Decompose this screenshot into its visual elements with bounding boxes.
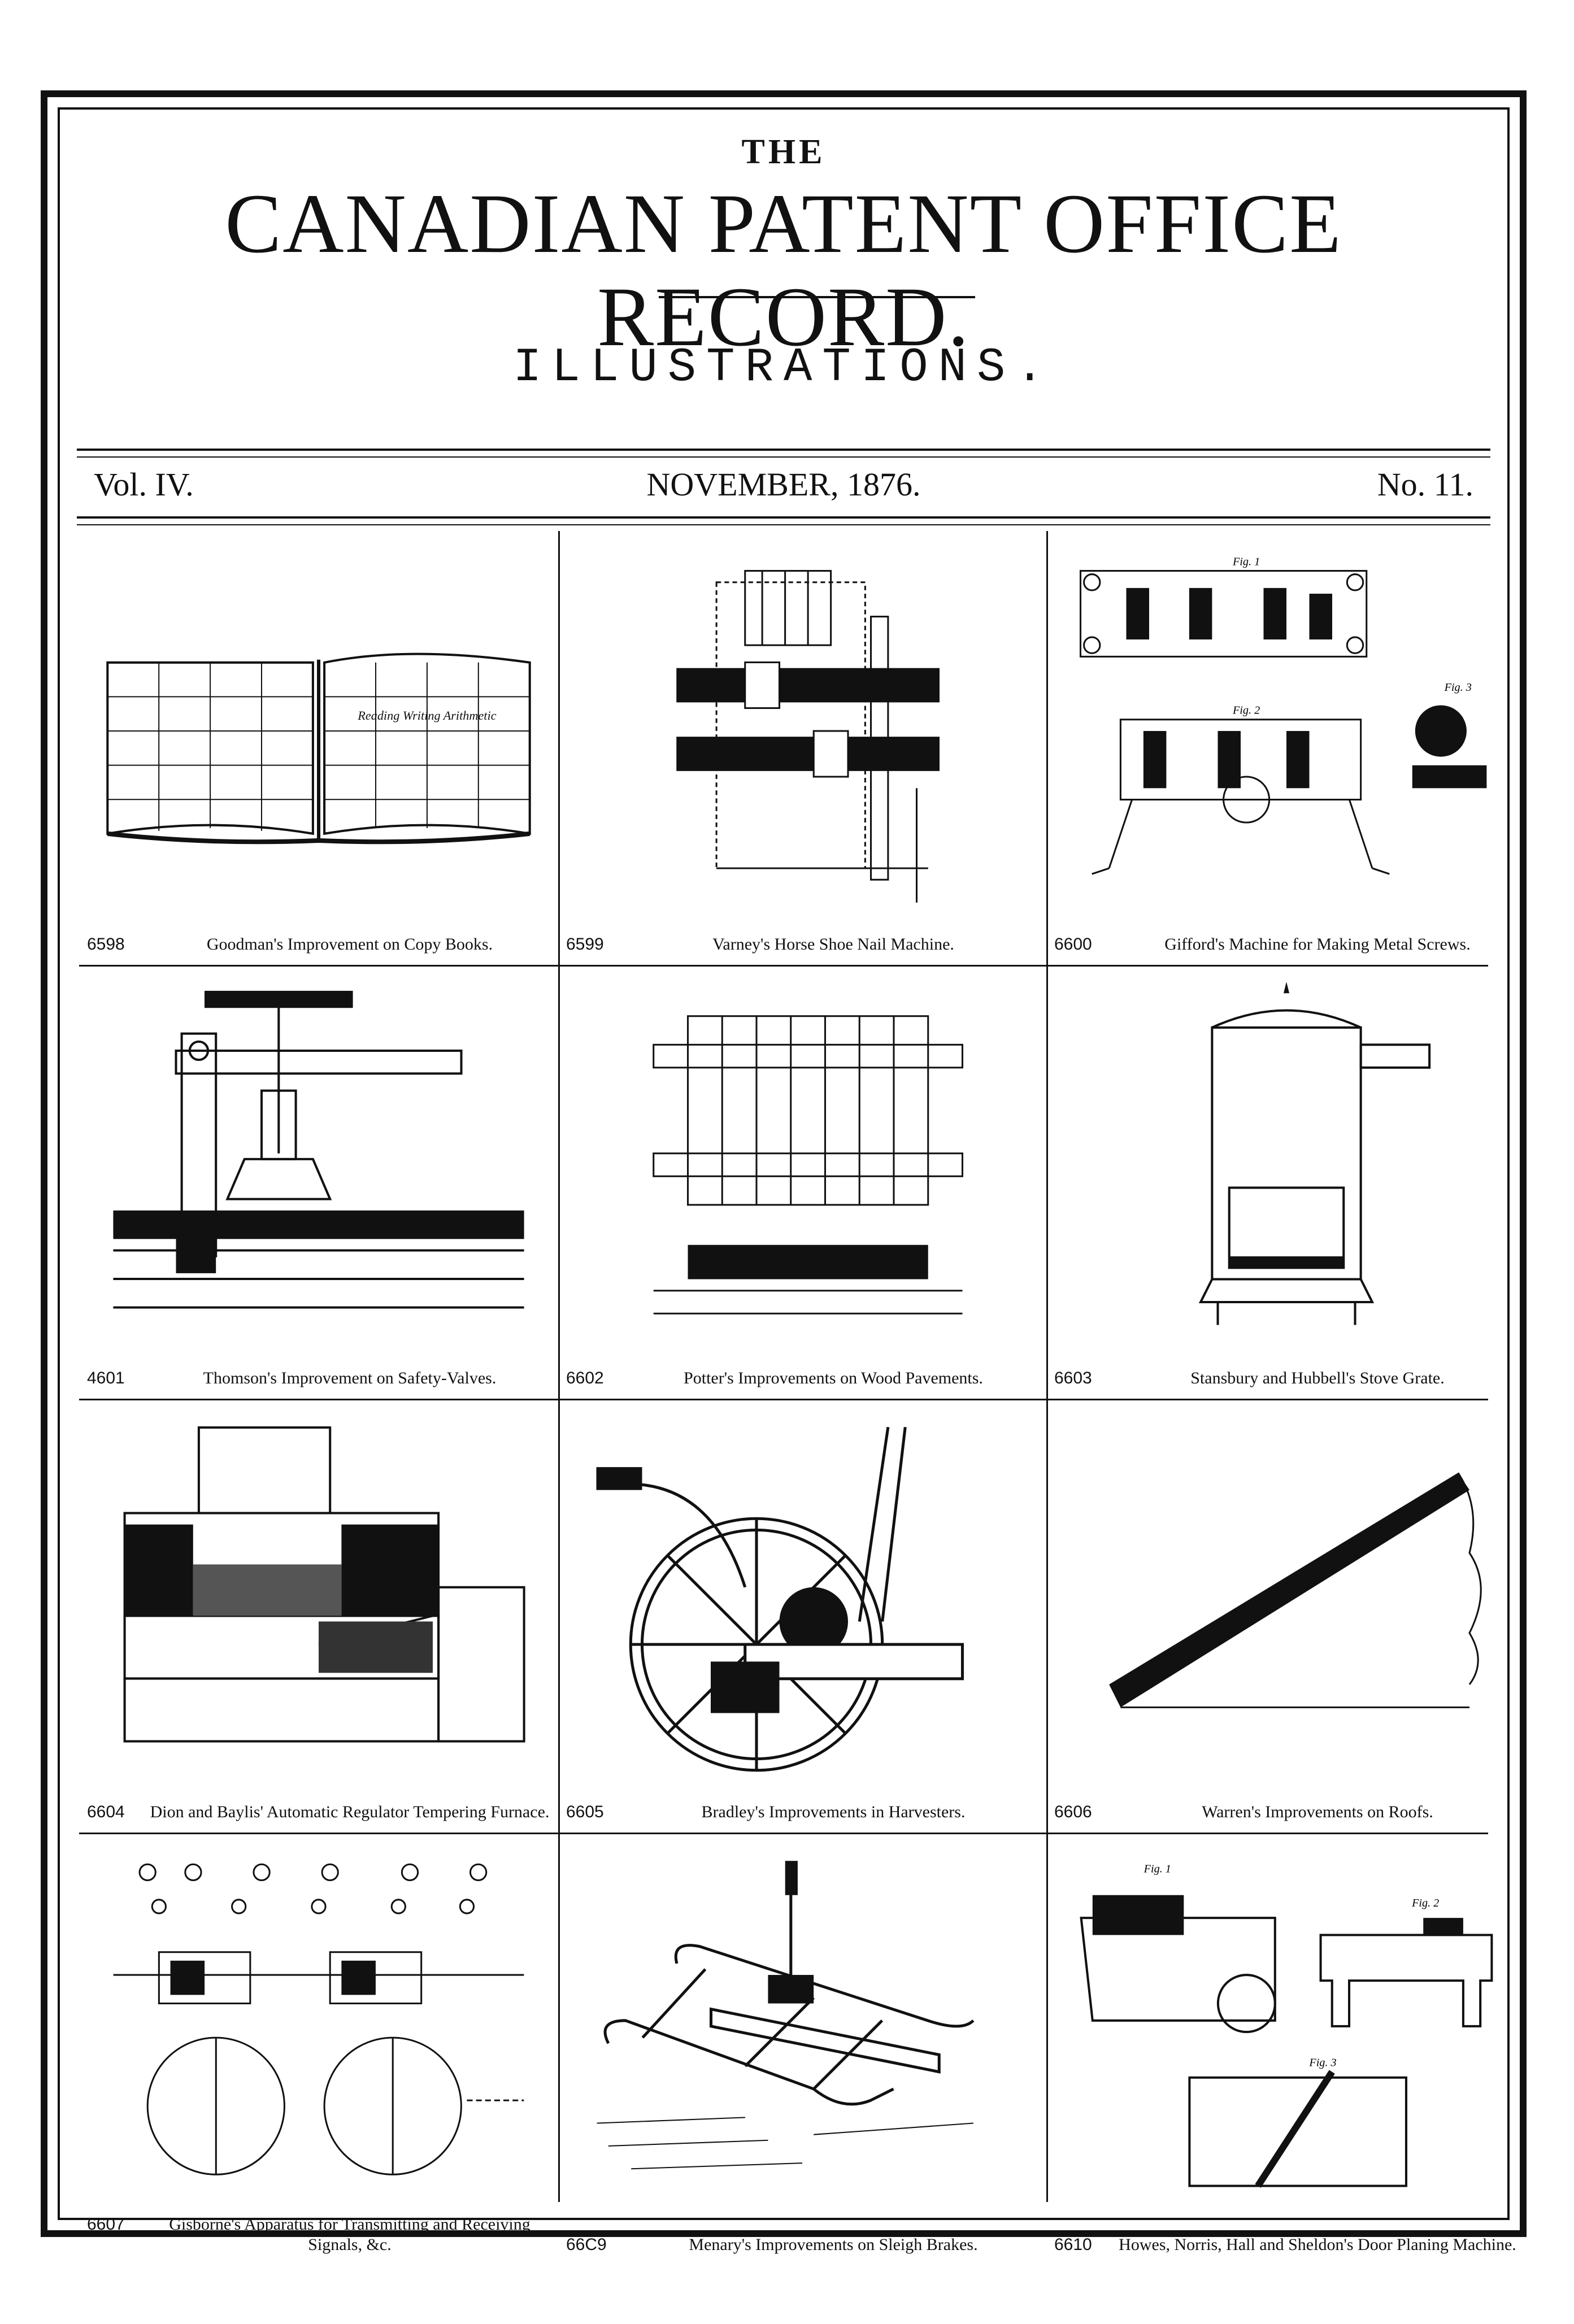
figure-title: Goodman's Improvement on Copy Books. bbox=[206, 935, 493, 954]
fig3-label: Fig. 3 bbox=[1444, 681, 1472, 694]
figure-title: Dion and Baylis' Automatic Regulator Tem… bbox=[150, 1803, 550, 1821]
figure-cell-6607: 6607 Gisborne's Apparatus for Transmitti… bbox=[79, 1833, 558, 2265]
figure-caption: 6610 Howes, Norris, Hall and Sheldon's D… bbox=[1054, 2235, 1519, 2255]
figure-cell-6603: 6603 Stansbury and Hubbell's Stove Grate… bbox=[1046, 965, 1527, 1399]
grid-divider-v2 bbox=[1046, 531, 1048, 2202]
issue-info-row: Vol. IV. NOVEMBER, 1876. No. 11. bbox=[94, 465, 1473, 511]
figure-grid: Reading Writing Arithmetic 6598 Goodman'… bbox=[79, 531, 1516, 2254]
header-rule-bottom bbox=[77, 516, 1490, 525]
fig1-label: Fig. 1 bbox=[1143, 1862, 1171, 1875]
grid-divider-h2 bbox=[79, 1399, 1488, 1400]
figure-caption: 6600 Gifford's Machine for Making Metal … bbox=[1054, 934, 1519, 955]
roof-illustration bbox=[1058, 1416, 1515, 1782]
figure-cell-6602: 6602 Potter's Improvements on Wood Pavem… bbox=[558, 965, 1046, 1399]
issue-date: NOVEMBER, 1876. bbox=[646, 466, 921, 503]
figure-number: 6602 bbox=[566, 1369, 604, 1387]
figure-caption: 6607 Gisborne's Apparatus for Transmitti… bbox=[87, 2214, 550, 2255]
figure-caption: 4601 Thomson's Improvement on Safety-Val… bbox=[87, 1368, 550, 1389]
header-rule-top bbox=[77, 449, 1490, 458]
figure-title: Menary's Improvements on Sleigh Brakes. bbox=[689, 2235, 978, 2254]
screw-machine-illustration: Fig. 1 Fig. 2 Fig. 3 bbox=[1058, 548, 1515, 914]
figure-number: 66C9 bbox=[566, 2235, 607, 2254]
copy-book-illustration: Reading Writing Arithmetic bbox=[90, 548, 547, 914]
figure-title: Potter's Improvements on Wood Pavements. bbox=[684, 1369, 983, 1387]
figure-number: 6599 bbox=[566, 935, 604, 954]
fig3-label: Fig. 3 bbox=[1308, 2057, 1336, 2069]
figure-title: Bradley's Improvements in Harvesters. bbox=[701, 1803, 966, 1821]
figure-caption: 6606 Warren's Improvements on Roofs. bbox=[1054, 1802, 1519, 1822]
masthead-rule bbox=[659, 296, 975, 298]
volume-label: Vol. IV. bbox=[94, 466, 194, 503]
grid-divider-h1 bbox=[79, 965, 1488, 967]
masthead-article: THE bbox=[741, 133, 826, 171]
figure-number: 6604 bbox=[87, 1803, 125, 1821]
figure-number: 6600 bbox=[1054, 935, 1092, 954]
figure-caption: 66C9 Menary's Improvements on Sleigh Bra… bbox=[566, 2235, 1038, 2255]
figure-title: Varney's Horse Shoe Nail Machine. bbox=[712, 935, 954, 954]
figure-number: 4601 bbox=[87, 1369, 125, 1387]
furnace-illustration bbox=[90, 1416, 547, 1782]
inner-frame: THE CANADIAN PATENT OFFICE RECORD. ILLUS… bbox=[58, 107, 1516, 2254]
figure-cell-6604: 6604 Dion and Baylis' Automatic Regulato… bbox=[79, 1399, 558, 1833]
wood-pavement-illustration bbox=[569, 982, 1035, 1348]
issue-number: No. 11. bbox=[1377, 466, 1473, 503]
figure-cell-6610: Fig. 1 Fig. 2 Fig. 3 6610 Howes, Norris,… bbox=[1046, 1833, 1527, 2265]
grid-divider-h3 bbox=[79, 1833, 1488, 1834]
figure-title: Warren's Improvements on Roofs. bbox=[1202, 1803, 1433, 1821]
figure-cell-6600: Fig. 1 Fig. 2 Fig. 3 6600 Gifford's Mach… bbox=[1046, 531, 1527, 965]
figure-caption: 6602 Potter's Improvements on Wood Pavem… bbox=[566, 1368, 1038, 1389]
figure-number: 6598 bbox=[87, 935, 125, 954]
page-frame: THE CANADIAN PATENT OFFICE RECORD. ILLUS… bbox=[41, 90, 1527, 2254]
section-subtitle: ILLUSTRATIONS. bbox=[513, 341, 1054, 395]
harvester-illustration bbox=[569, 1416, 1035, 1782]
figure-title: Stansbury and Hubbell's Stove Grate. bbox=[1190, 1369, 1445, 1387]
stove-grate-illustration bbox=[1058, 982, 1515, 1348]
fig2-label: Fig. 2 bbox=[1411, 1897, 1439, 1909]
fig1-label: Fig. 1 bbox=[1232, 555, 1260, 568]
figure-caption: 6598 Goodman's Improvement on Copy Books… bbox=[87, 934, 550, 955]
figure-cell-4601: 4601 Thomson's Improvement on Safety-Val… bbox=[79, 965, 558, 1399]
figure-title: Howes, Norris, Hall and Sheldon's Door P… bbox=[1119, 2235, 1516, 2254]
figure-caption: 6604 Dion and Baylis' Automatic Regulato… bbox=[87, 1802, 550, 1822]
figure-number: 6607 bbox=[87, 2215, 125, 2234]
figure-title: Gisborne's Apparatus for Transmitting an… bbox=[169, 2215, 531, 2254]
safety-valve-illustration bbox=[90, 982, 547, 1348]
masthead-title: CANADIAN PATENT OFFICE RECORD. bbox=[225, 177, 1342, 364]
figure-caption: 6603 Stansbury and Hubbell's Stove Grate… bbox=[1054, 1368, 1519, 1389]
sleigh-brake-illustration bbox=[569, 1849, 1035, 2214]
figure-number: 6605 bbox=[566, 1803, 604, 1821]
grid-divider-v1 bbox=[558, 531, 560, 2202]
figure-cell-6609: 66C9 Menary's Improvements on Sleigh Bra… bbox=[558, 1833, 1046, 2265]
figure-number: 6603 bbox=[1054, 1369, 1092, 1387]
figure-cell-6606: 6606 Warren's Improvements on Roofs. bbox=[1046, 1399, 1527, 1833]
signal-apparatus-illustration bbox=[90, 1849, 547, 2214]
figure-title: Thomson's Improvement on Safety-Valves. bbox=[203, 1369, 497, 1387]
figure-caption: 6605 Bradley's Improvements in Harvester… bbox=[566, 1802, 1038, 1822]
figure-title: Gifford's Machine for Making Metal Screw… bbox=[1164, 935, 1471, 954]
figure-caption: 6599 Varney's Horse Shoe Nail Machine. bbox=[566, 934, 1038, 955]
figure-cell-6599: 6599 Varney's Horse Shoe Nail Machine. bbox=[558, 531, 1046, 965]
nail-machine-illustration bbox=[569, 548, 1035, 914]
figure-number: 6610 bbox=[1054, 2235, 1092, 2254]
figure-number: 6606 bbox=[1054, 1803, 1092, 1821]
door-planing-machine-illustration: Fig. 1 Fig. 2 Fig. 3 bbox=[1058, 1849, 1515, 2214]
fig2-label: Fig. 2 bbox=[1232, 704, 1260, 717]
figure-cell-6598: Reading Writing Arithmetic 6598 Goodman'… bbox=[79, 531, 558, 965]
copy-book-script: Reading Writing Arithmetic bbox=[357, 708, 496, 723]
figure-cell-6605: 6605 Bradley's Improvements in Harvester… bbox=[558, 1399, 1046, 1833]
